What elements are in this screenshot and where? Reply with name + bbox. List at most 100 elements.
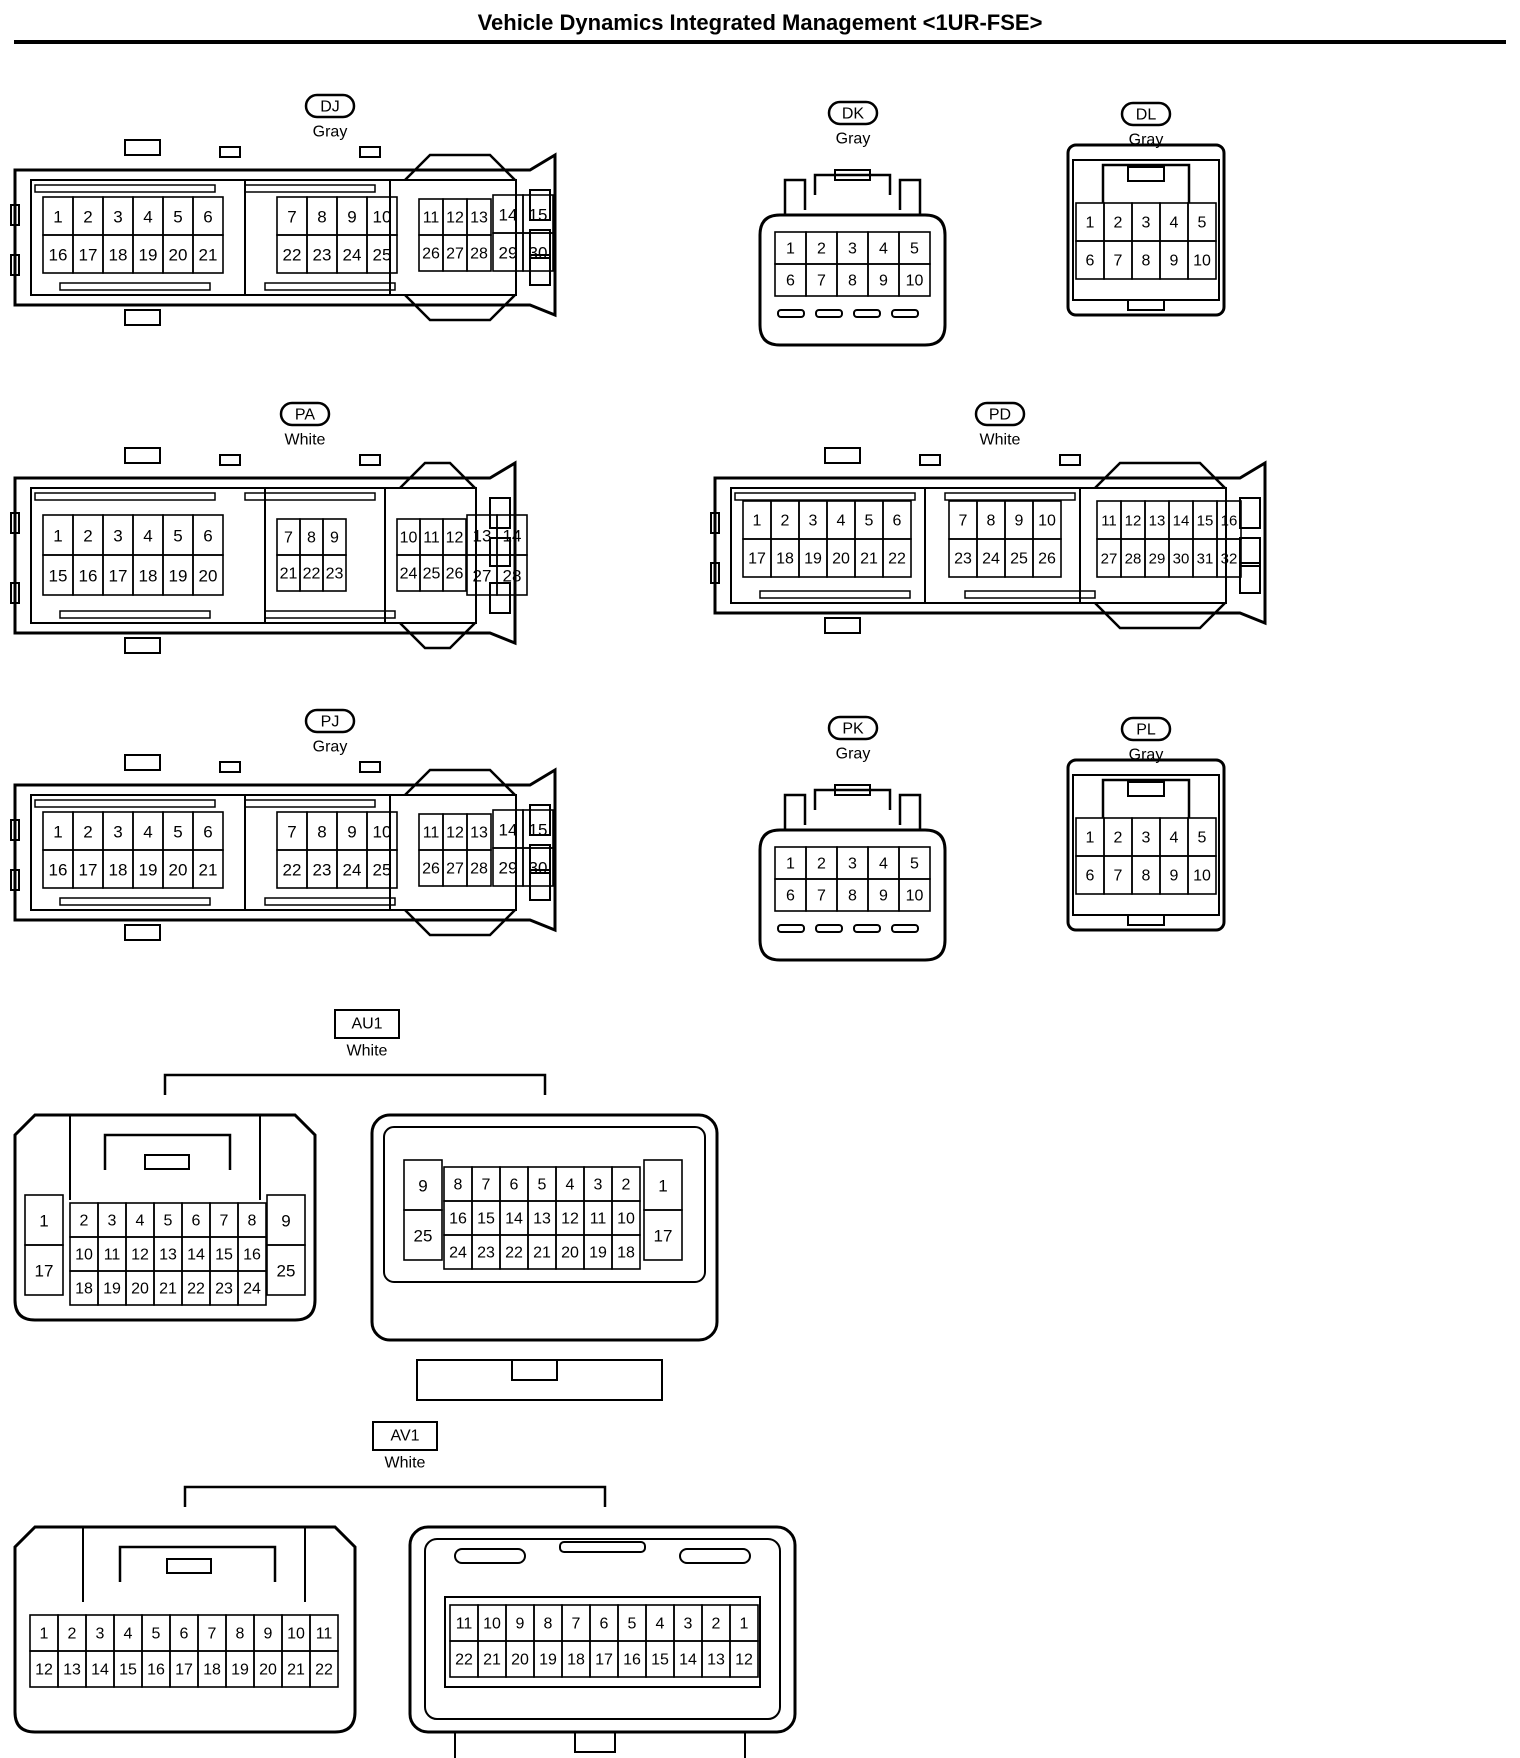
pin-number: 2 [1114, 830, 1123, 847]
pin-number: 5 [865, 513, 874, 530]
pin-number: 5 [1198, 830, 1207, 847]
latch-bridge [118, 1545, 277, 1582]
locking-tab [824, 447, 861, 464]
pin-number: 19 [139, 246, 158, 265]
pin-number: 25 [277, 1262, 296, 1281]
pin-number: 3 [96, 1626, 105, 1643]
slot [264, 610, 396, 619]
latch-hump [399, 622, 476, 650]
pair-bracket [183, 1485, 607, 1507]
pin-number: 27 [446, 861, 464, 878]
pin-number: 20 [511, 1652, 529, 1669]
connector-color: White [285, 432, 326, 449]
pin-number: 7 [817, 273, 826, 290]
connector-color: Gray [313, 124, 348, 141]
pin-number: 8 [987, 513, 996, 530]
pin-number: 23 [215, 1281, 233, 1298]
title-rule [14, 40, 1506, 44]
pin-cell [1187, 855, 1217, 895]
pin-number: 6 [1086, 253, 1095, 270]
pin-number: 1 [1086, 215, 1095, 232]
locking-tab [1059, 454, 1081, 466]
connector-frame [730, 487, 1227, 604]
pin-number: 10 [75, 1247, 93, 1264]
pin-number: 14 [505, 1211, 523, 1228]
pin-number: 3 [848, 241, 857, 258]
pin-number: 8 [248, 1213, 257, 1230]
latch-hump [1094, 461, 1226, 489]
slot [777, 924, 805, 933]
notch [10, 819, 20, 841]
pin-number: 1 [786, 856, 795, 873]
pair-bracket [163, 1073, 547, 1095]
connector-housing [13, 1525, 357, 1734]
pin-number: 22 [187, 1281, 205, 1298]
pin-number: 5 [173, 208, 182, 227]
latch-rail [82, 1527, 306, 1602]
latch-rail [69, 1115, 261, 1200]
pin-number: 23 [313, 246, 332, 265]
key-block [1127, 914, 1165, 926]
pin-number: 9 [264, 1626, 273, 1643]
pin-number: 13 [473, 527, 492, 546]
pin-number: 14 [499, 206, 518, 225]
connector-housing [758, 213, 947, 347]
pin-cell [611, 1234, 641, 1270]
pin-number: 7 [220, 1213, 229, 1230]
latch-arm [783, 178, 922, 215]
pin-number: 3 [684, 1616, 693, 1633]
slot [264, 897, 396, 906]
pin-number: 10 [483, 1616, 501, 1633]
pin-number: 13 [159, 1247, 177, 1264]
pin-number: 22 [505, 1245, 523, 1262]
pin-number: 5 [538, 1177, 547, 1194]
slot [759, 590, 911, 599]
slot [815, 924, 843, 933]
pin-number: 10 [906, 273, 924, 290]
pin-number: 16 [449, 1211, 467, 1228]
pin-cell [192, 554, 224, 596]
pin-number: 4 [124, 1626, 133, 1643]
pin-number: 17 [35, 1262, 54, 1281]
locking-tab [124, 754, 161, 771]
pin-number: 22 [283, 861, 302, 880]
pin-number: 8 [317, 823, 326, 842]
pin-number: 21 [483, 1652, 501, 1669]
pin-number: 2 [83, 208, 92, 227]
pin-number: 11 [423, 530, 440, 547]
pin-number: 22 [283, 246, 302, 265]
pin-frame [444, 1596, 761, 1688]
pin-number: 30 [529, 859, 548, 878]
pin-number: 15 [477, 1211, 495, 1228]
pin-number: 14 [91, 1662, 109, 1679]
pin-cell [366, 234, 398, 274]
pin-number: 13 [533, 1211, 551, 1228]
pin-number: 7 [959, 513, 968, 530]
pin-number: 5 [628, 1616, 637, 1633]
connector-tag [827, 715, 879, 741]
pin-number: 17 [79, 861, 98, 880]
pin-number: 7 [572, 1616, 581, 1633]
pin-number: 1 [1086, 830, 1095, 847]
slot [853, 924, 881, 933]
pin-number: 22 [455, 1652, 473, 1669]
connector-housing [758, 828, 947, 962]
pin-number: 9 [516, 1616, 525, 1633]
pin-number: 10 [287, 1626, 305, 1643]
pin-number: 10 [400, 530, 418, 547]
pin-number: 2 [83, 527, 92, 546]
pin-number: 6 [192, 1213, 201, 1230]
pin-number: 21 [199, 861, 218, 880]
pin-number: 22 [888, 551, 906, 568]
pin-number: 7 [1114, 253, 1123, 270]
pin-cell [322, 554, 347, 592]
notch [10, 512, 20, 534]
pin-number: 23 [326, 566, 344, 583]
connector-code: DK [842, 106, 865, 123]
pin-number: 18 [203, 1662, 221, 1679]
pin-number: 19 [804, 551, 822, 568]
pin-number: 6 [600, 1616, 609, 1633]
pin-number: 3 [594, 1177, 603, 1194]
connector-code: AU1 [351, 1016, 382, 1033]
